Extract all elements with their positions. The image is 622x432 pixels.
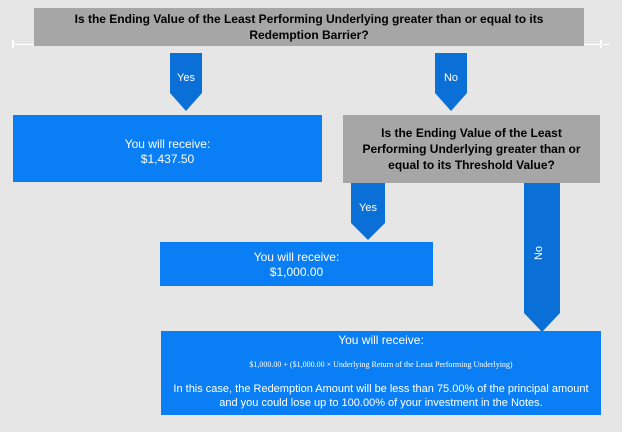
no-arrow-2: No (524, 183, 560, 332)
outcome-redemption-amount: $1,437.50 (140, 152, 195, 166)
outcome-loss-box: You will receive: $1,000.00 + ($1,000.00… (161, 331, 601, 415)
yes-arrow-1-label: Yes (177, 72, 195, 84)
divider-tick-left (12, 40, 14, 48)
no-arrow-1-label: No (444, 72, 458, 84)
yes-arrow-2-label: Yes (359, 202, 377, 214)
outcome-threshold-label: You will receive: (253, 250, 340, 264)
divider-tick-right (600, 40, 602, 48)
outcome-loss-label: You will receive: (338, 333, 424, 347)
outcome-redemption-label: You will receive: (124, 137, 211, 151)
no-arrow-1: No (435, 53, 467, 111)
no-arrow-2-label: No (533, 246, 545, 260)
question-redemption-barrier-text: Is the Ending Value of the Least Perform… (74, 12, 544, 42)
outcome-threshold-box: You will receive: $1,000.00 (160, 242, 433, 286)
outcome-redemption-box: You will receive: $1,437.50 (13, 115, 322, 182)
outcome-loss-formula: $1,000.00 + ($1,000.00 × Underlying Retu… (249, 360, 513, 369)
question-threshold-value: Is the Ending Value of the Least Perform… (343, 115, 600, 183)
yes-arrow-2: Yes (351, 183, 385, 240)
outcome-threshold-amount: $1,000.00 (269, 265, 324, 279)
outcome-loss-note: In this case, the Redemption Amount will… (173, 383, 589, 409)
question-threshold-value-text: Is the Ending Value of the Least Perform… (362, 126, 581, 172)
question-redemption-barrier: Is the Ending Value of the Least Perform… (34, 8, 584, 46)
yes-arrow-1: Yes (170, 53, 202, 111)
